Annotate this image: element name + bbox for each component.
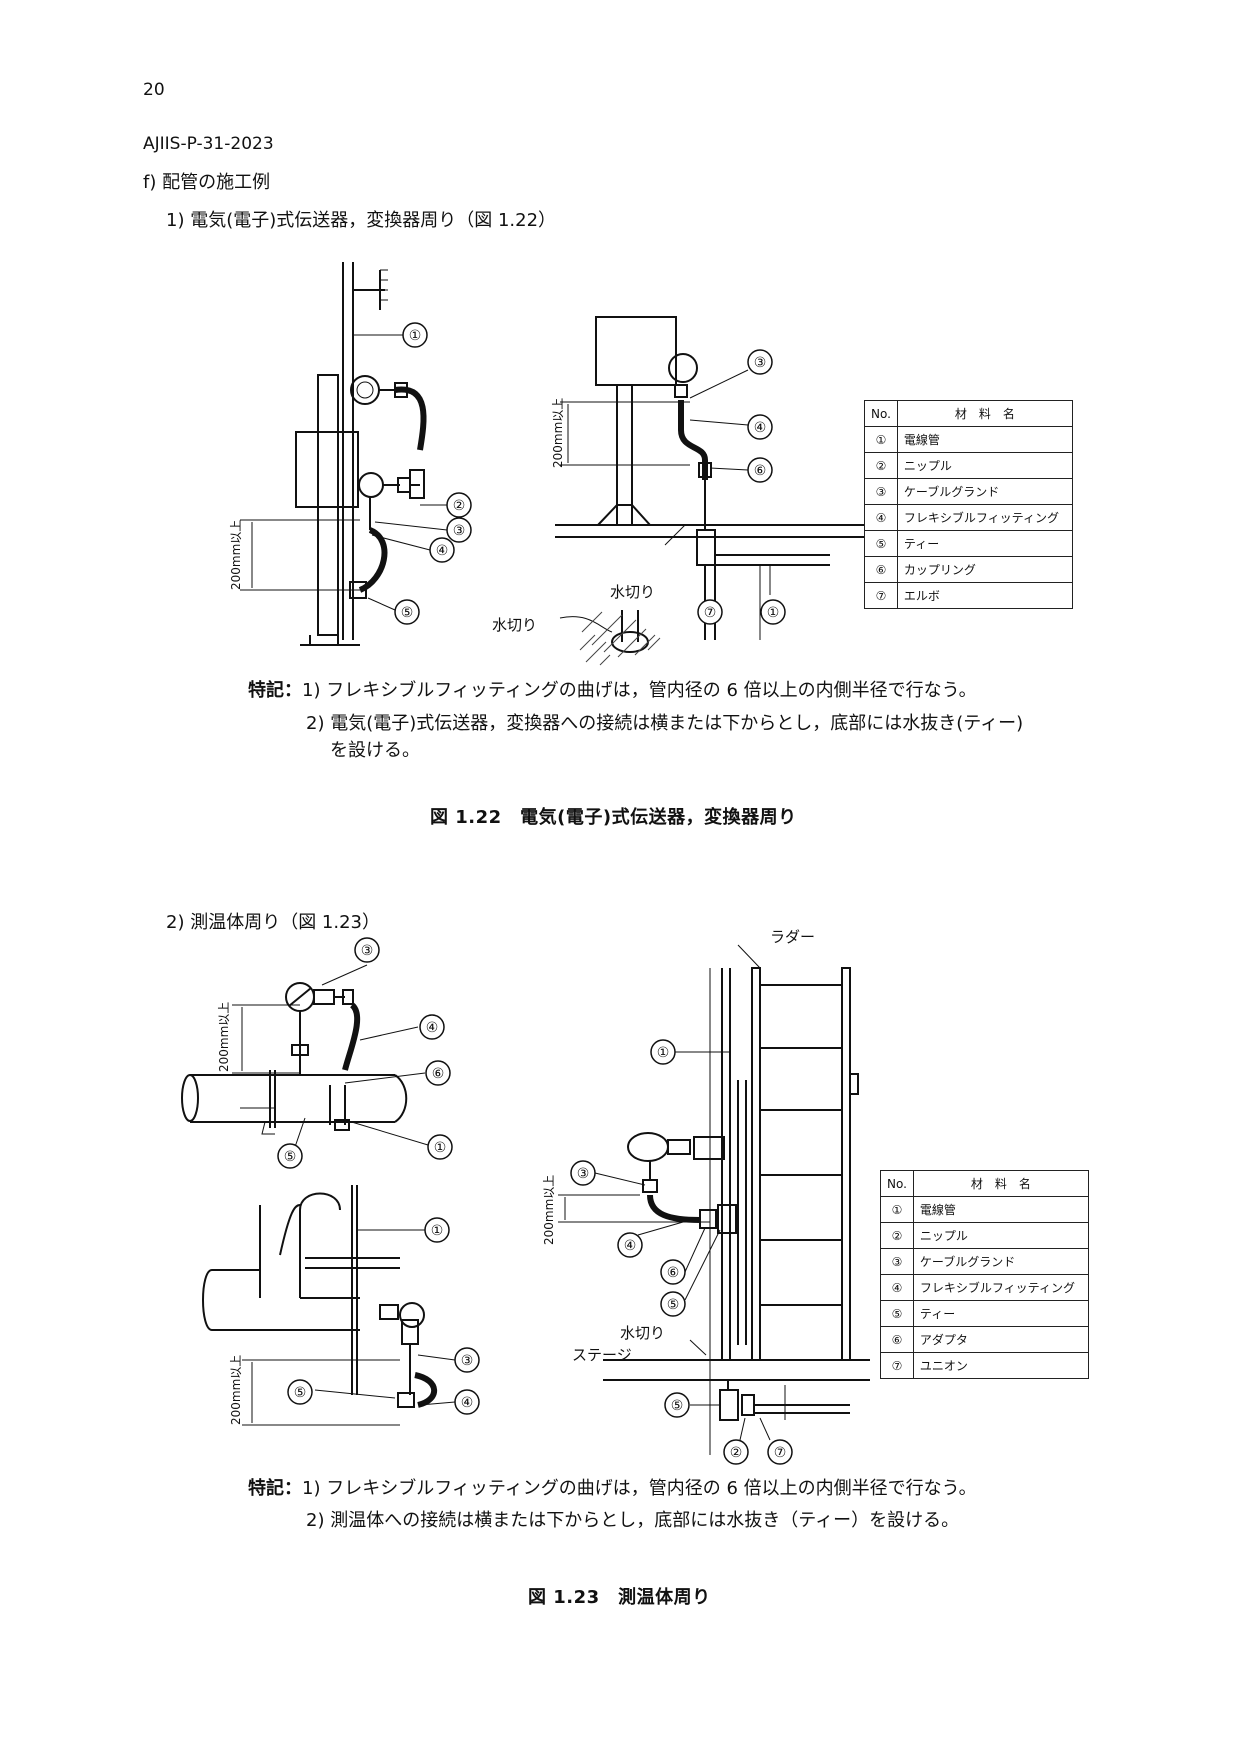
figure-1-22-caption: 図 1.22 電気(電子)式伝送器，変換器周り: [430, 807, 797, 828]
fig2-callout: ④: [426, 1020, 439, 1036]
figure-1-23-caption: 図 1.23 測温体周り: [528, 1587, 711, 1608]
fig2-dim-top: 200mm以上: [217, 1002, 231, 1072]
subsection-1-title: 1) 電気(電子)式伝送器，変換器周り（図 1.22）: [166, 210, 557, 231]
fig2-callout: ⑤: [671, 1398, 684, 1414]
note-label: 特記：: [248, 680, 302, 701]
fig2-callout: ④: [624, 1238, 637, 1254]
fig1-callout: ③: [453, 523, 466, 539]
fig1-callout: ④: [436, 543, 449, 559]
fig2-callout: ⑥: [667, 1265, 680, 1281]
fig2-callout: ④: [461, 1395, 474, 1411]
note-1: 1) フレキシブルフィッティングの曲げは，管内径の 6 倍以上の内側半径で行なう…: [302, 680, 977, 701]
fig1-drain-label-2: 水切り: [492, 616, 537, 634]
table-header-no: No.: [880, 1170, 914, 1197]
table-header-name: 材 料 名: [912, 1170, 1089, 1197]
fig2-callout: ⑤: [284, 1149, 297, 1165]
table-header-name: 材 料 名: [896, 400, 1073, 427]
fig1-dim-left: 200mm以上: [229, 520, 243, 590]
fig2-dim-right: 200mm以上: [542, 1175, 556, 1245]
fig1-callout: ⑤: [401, 605, 414, 621]
fig2-notes: 特記：1) フレキシブルフィッティングの曲げは，管内径の 6 倍以上の内側半径で…: [248, 1478, 977, 1500]
doc-code: AJIIS-P-31-2023: [143, 134, 274, 154]
note-1: 1) フレキシブルフィッティングの曲げは，管内径の 6 倍以上の内側半径で行なう…: [302, 1478, 977, 1499]
page-number: 20: [143, 80, 165, 100]
fig1-callout: ①: [409, 328, 422, 344]
fig1-callout: ④: [754, 420, 767, 436]
fig2-callout: ⑤: [667, 1297, 680, 1313]
fig1-callout: ⑦: [704, 605, 717, 621]
fig2-callout: ⑤: [294, 1385, 307, 1401]
fig2-callout: ①: [657, 1045, 670, 1061]
note-label: 特記：: [248, 1478, 302, 1499]
fig2-callout: ⑥: [432, 1066, 445, 1082]
fig2-callout: ②: [730, 1445, 743, 1461]
fig1-callout: ⑥: [754, 463, 767, 479]
fig2-callout: ③: [461, 1353, 474, 1369]
fig2-callout: ①: [431, 1223, 444, 1239]
fig1-drain-label-1: 水切り: [610, 583, 655, 601]
fig2-callout: ③: [577, 1166, 590, 1182]
section-heading: f) 配管の施工例: [143, 172, 271, 193]
fig2-callout: ⑦: [774, 1445, 787, 1461]
fig1-dim-right: 200mm以上: [551, 398, 565, 468]
fig1-note-2a: 2) 電気(電子)式伝送器，変換器への接続は横または下からとし，底部には水抜き(…: [306, 713, 1024, 734]
fig1-notes: 特記：1) フレキシブルフィッティングの曲げは，管内径の 6 倍以上の内側半径で…: [248, 680, 977, 702]
fig2-note-2: 2) 測温体への接続は横または下からとし，底部には水抜き（ティー）を設ける。: [306, 1510, 960, 1531]
subsection-2-title: 2) 測温体周り（図 1.23）: [166, 912, 380, 933]
fig2-drain-label: 水切り: [620, 1324, 665, 1342]
fig2-dim-bottom: 200mm以上: [229, 1355, 243, 1425]
fig2-callout: ③: [361, 943, 374, 959]
figure-1-22-drawing: ① ② ③ ④ ⑤ ③ ④ ⑥ ⑦ ① 200mm以上 200mm以上 水切り …: [229, 262, 870, 666]
figure-1-23-drawing: ③ ④ ⑥ ⑤ ① ① ③ ⑤ ④ ① ③ ④ ⑥ ⑤ ⑤ ② ⑦ 200mm以…: [181, 928, 870, 1465]
fig1-callout: ③: [754, 355, 767, 371]
fig2-callout: ①: [434, 1140, 447, 1156]
fig2-ladder-label: ラダー: [770, 928, 815, 946]
fig1-callout: ②: [453, 498, 466, 514]
fig1-callout: ①: [767, 605, 780, 621]
fig2-stage-label: ステージ: [572, 1346, 632, 1364]
fig1-note-2b: を設ける。: [330, 740, 420, 761]
